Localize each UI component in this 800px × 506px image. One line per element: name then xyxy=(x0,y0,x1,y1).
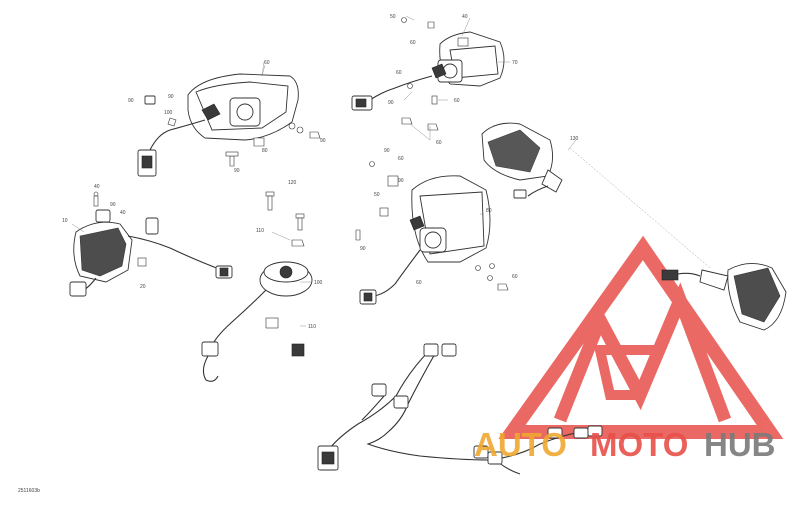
turn-signal-left-assembly xyxy=(69,191,233,297)
callout-130: 130 xyxy=(570,136,579,142)
horn-assembly xyxy=(201,261,313,382)
bolt-120 xyxy=(265,191,305,247)
fastener-group-middle xyxy=(475,263,509,291)
callout-90: 90 xyxy=(110,202,116,208)
callout-90: 90 xyxy=(384,148,390,154)
callout-90: 90 xyxy=(388,100,394,106)
callout-90: 90 xyxy=(234,168,240,174)
callout-60: 60 xyxy=(398,156,404,162)
callout-60: 60 xyxy=(436,140,442,146)
callout-40: 40 xyxy=(120,210,126,216)
callout-10: 10 xyxy=(62,218,68,224)
callout-60: 60 xyxy=(396,70,402,76)
callout-100: 100 xyxy=(164,110,173,116)
turn-signal-front-right xyxy=(481,122,711,269)
watermark-text: AUTO MOTO HUB xyxy=(474,426,776,463)
callout-70: 70 xyxy=(512,60,518,66)
callout-80: 80 xyxy=(486,208,492,214)
callout-labels: 50 40 60 60 70 60 90 90 100 60 90 90 80 … xyxy=(18,14,579,494)
callout-100: 100 xyxy=(314,280,323,286)
callout-60: 60 xyxy=(416,280,422,286)
callout-60: 60 xyxy=(410,40,416,46)
callout-90: 90 xyxy=(128,98,134,104)
headlight-left-assembly xyxy=(137,61,299,177)
callout-50: 50 xyxy=(390,14,396,20)
watermark-auto: AUTO xyxy=(474,426,567,463)
callout-60: 60 xyxy=(454,98,460,104)
watermark-hub: HUB xyxy=(704,426,776,463)
turn-signal-rear-right xyxy=(661,263,787,331)
wiring-harness xyxy=(317,343,603,475)
callout-60: 60 xyxy=(264,60,270,66)
watermark-moto: MOTO xyxy=(590,426,688,463)
callout-40: 40 xyxy=(462,14,468,20)
callout-50: 50 xyxy=(374,192,380,198)
callout-90: 90 xyxy=(168,94,174,100)
callout-90: 90 xyxy=(360,246,366,252)
automotohub-triangle-logo xyxy=(498,235,784,439)
fastener-group-top xyxy=(401,17,439,131)
drawing-code: 2511603b xyxy=(18,488,40,494)
fastener-group-left xyxy=(144,95,321,167)
callout-40: 40 xyxy=(94,184,100,190)
callout-60: 60 xyxy=(512,274,518,280)
callout-90: 90 xyxy=(320,138,326,144)
callout-20: 20 xyxy=(140,284,146,290)
callout-80: 80 xyxy=(262,148,268,154)
callout-90: 90 xyxy=(398,178,404,184)
taillight-middle-assembly xyxy=(355,161,491,305)
callout-110: 110 xyxy=(308,324,316,330)
callout-120: 120 xyxy=(288,180,297,186)
callout-110: 110 xyxy=(256,228,264,234)
taillight-top-assembly xyxy=(351,21,505,111)
leader-lines xyxy=(71,15,577,327)
